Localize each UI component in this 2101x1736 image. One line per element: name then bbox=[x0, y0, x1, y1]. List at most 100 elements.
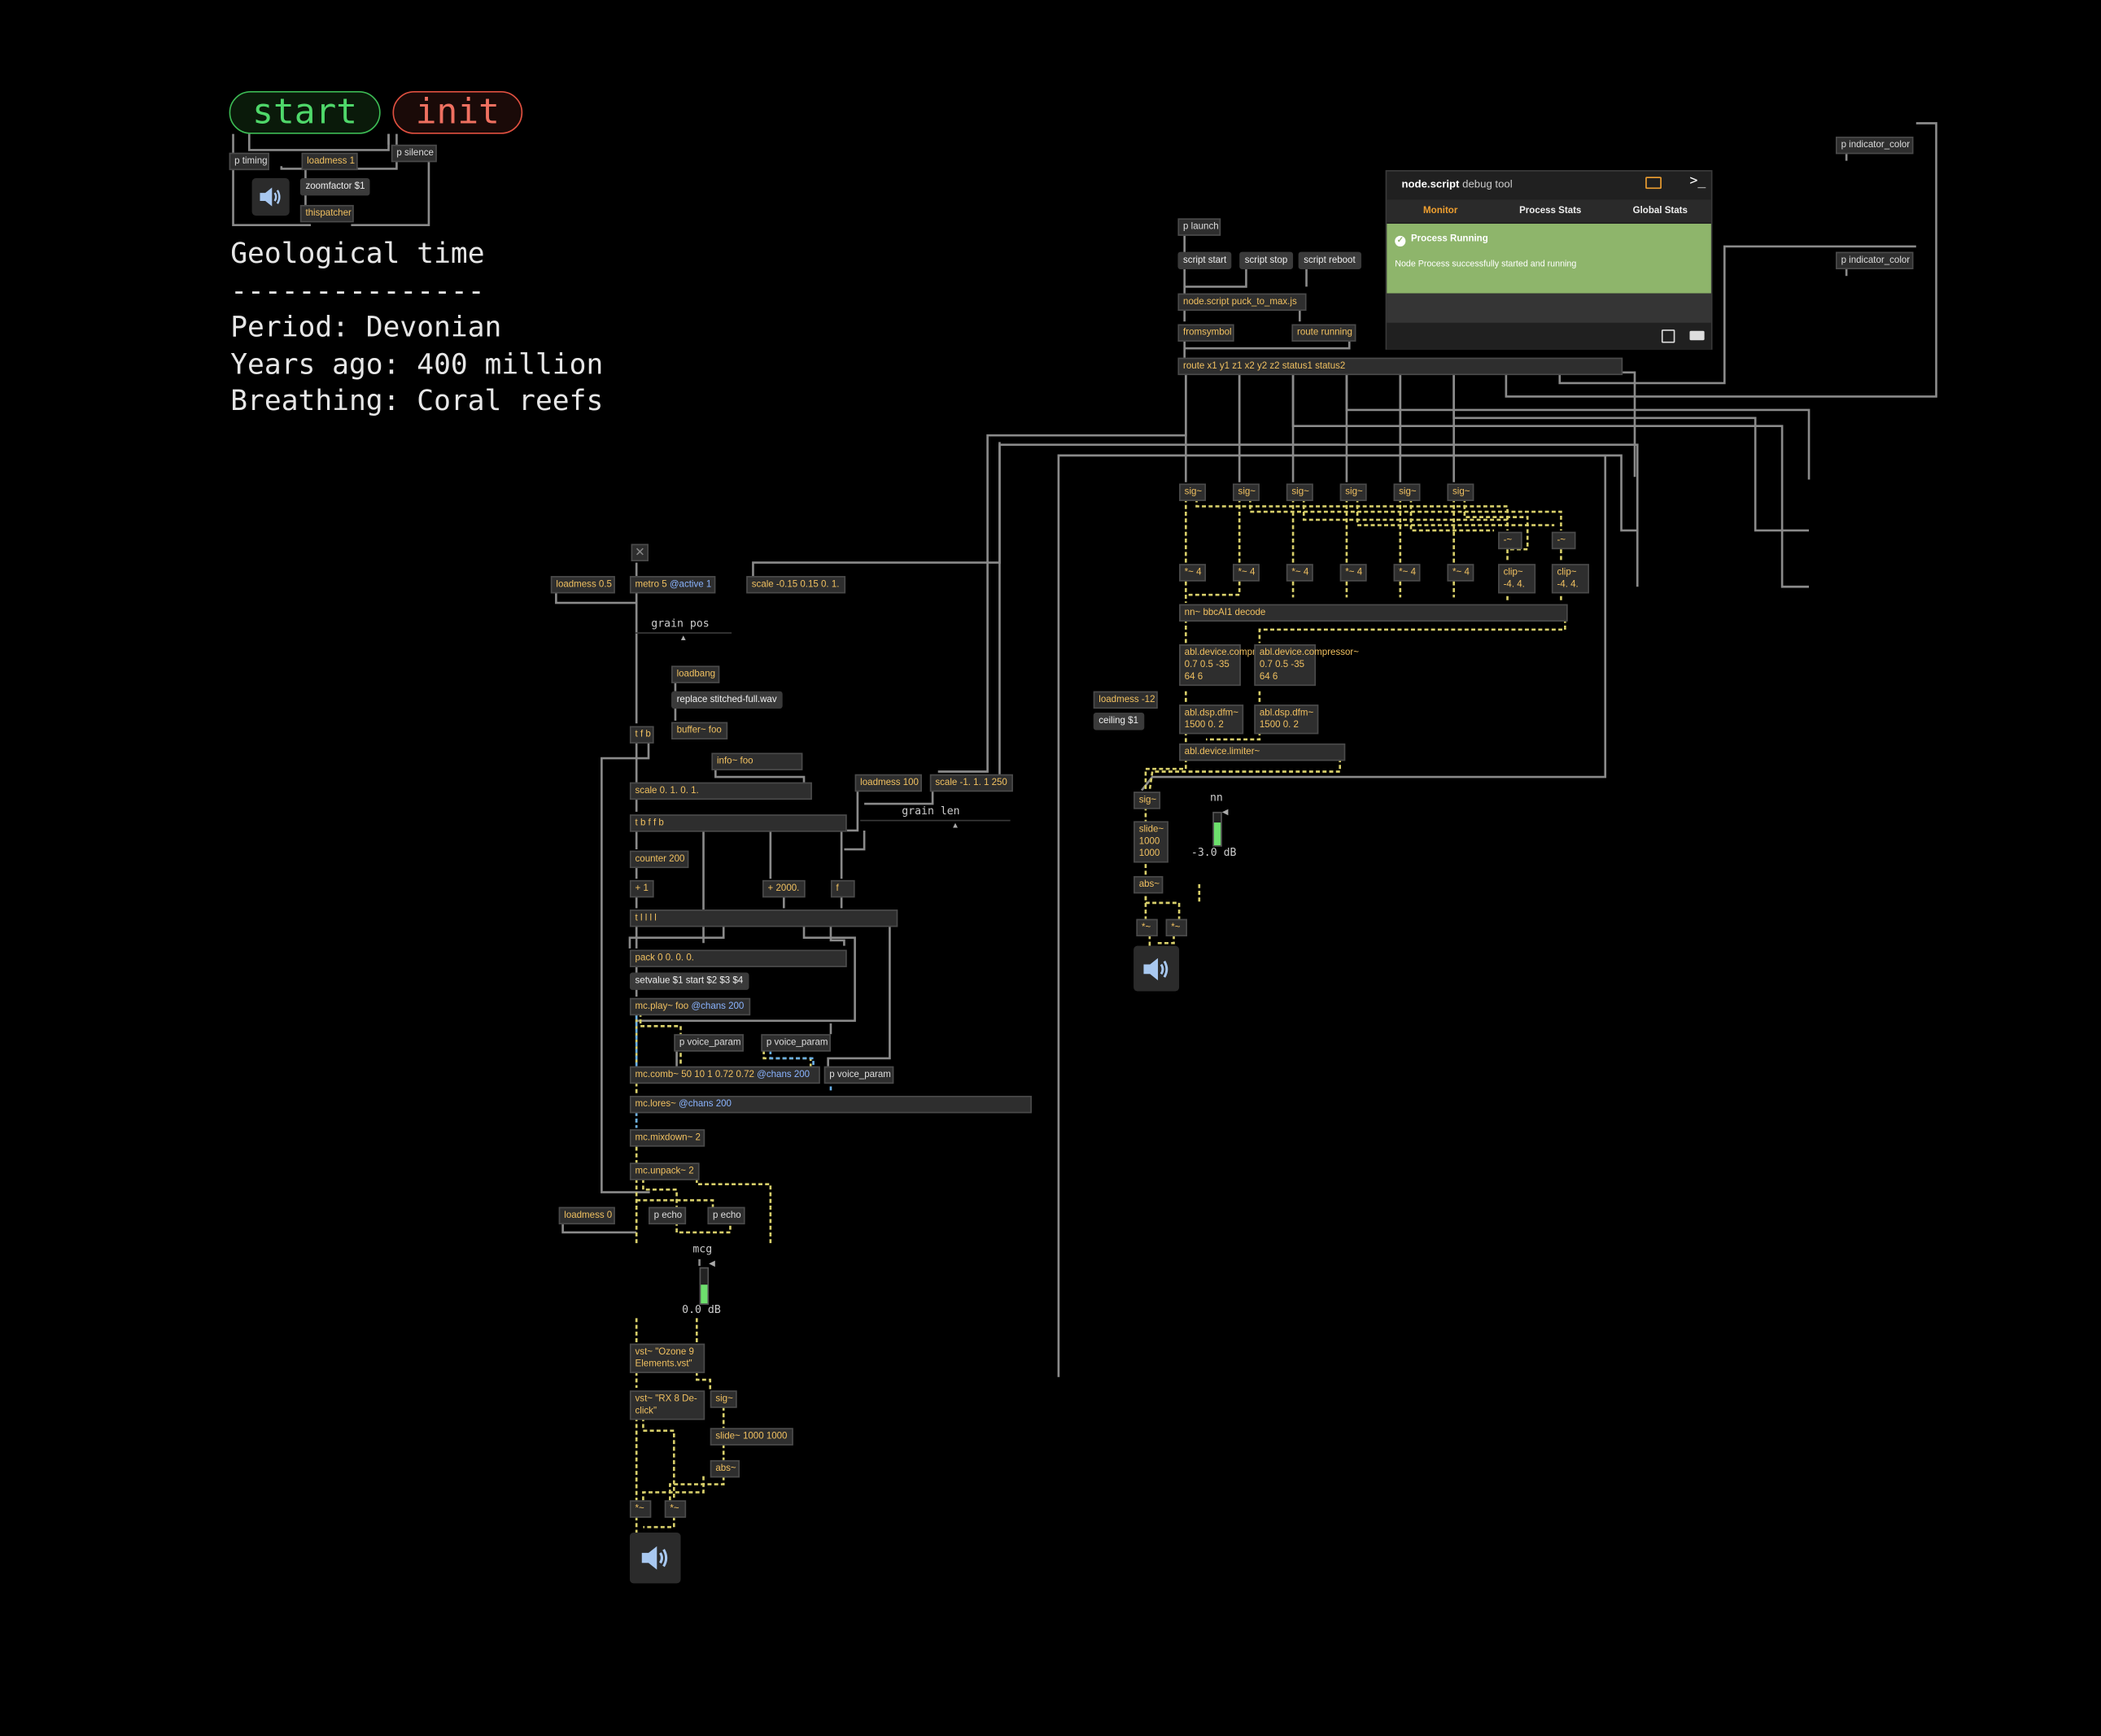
replace-message[interactable]: replace stitched-full.wav bbox=[670, 691, 783, 709]
sig-2[interactable]: sig~ bbox=[1232, 483, 1260, 501]
loadmess-neg12[interactable]: loadmess -12 bbox=[1093, 691, 1158, 709]
p-launch[interactable]: p launch bbox=[1177, 218, 1221, 236]
dfm-1[interactable]: abl.dsp.dfm~ 1500 0. 2 bbox=[1179, 704, 1244, 735]
mult4-2[interactable]: *~ 4 bbox=[1232, 564, 1260, 582]
abs-grain[interactable]: abs~ bbox=[710, 1459, 740, 1478]
plus-2000[interactable]: + 2000. bbox=[762, 879, 806, 898]
p-voice-param-1[interactable]: p voice_param bbox=[674, 1034, 744, 1052]
dac-grain[interactable] bbox=[629, 1532, 681, 1584]
mult-grain-r[interactable]: *~ bbox=[664, 1500, 687, 1518]
p-silence[interactable]: p silence bbox=[391, 144, 437, 163]
scale-len[interactable]: scale -1. 1. 1 250 bbox=[929, 774, 1013, 792]
limiter[interactable]: abl.device.limiter~ bbox=[1179, 743, 1346, 761]
sig-4[interactable]: sig~ bbox=[1339, 483, 1367, 501]
mc-play[interactable]: mc.play~ foo @chans 200 bbox=[629, 997, 751, 1016]
mult-nn-r[interactable]: *~ bbox=[1165, 918, 1187, 937]
loadmess-0[interactable]: loadmess 0 bbox=[558, 1206, 615, 1225]
abs-nn[interactable]: abs~ bbox=[1133, 875, 1164, 894]
mc-comb[interactable]: mc.comb~ 50 10 1 0.72 0.72 @chans 200 bbox=[629, 1066, 820, 1084]
script-stop-message[interactable]: script stop bbox=[1239, 251, 1293, 269]
sig-nn[interactable]: sig~ bbox=[1133, 792, 1161, 809]
tab-monitor[interactable]: Monitor bbox=[1423, 206, 1458, 216]
sig-5[interactable]: sig~ bbox=[1393, 483, 1421, 501]
monitor-icon[interactable] bbox=[1645, 177, 1662, 190]
sig-3[interactable]: sig~ bbox=[1286, 483, 1313, 501]
loadmess-05[interactable]: loadmess 0.5 bbox=[550, 576, 615, 594]
init-button[interactable]: init bbox=[392, 90, 523, 134]
clip-1-text: clip~ -4. 4. bbox=[1503, 568, 1525, 590]
pack[interactable]: pack 0 0. 0. 0. bbox=[629, 949, 847, 967]
dfm-2[interactable]: abl.dsp.dfm~ 1500 0. 2 bbox=[1254, 704, 1319, 735]
mult4-4[interactable]: *~ 4 bbox=[1339, 564, 1367, 582]
zoomfactor-message[interactable]: zoomfactor $1 bbox=[299, 178, 371, 196]
p-timing[interactable]: p timing bbox=[229, 152, 269, 171]
grain-pos-slider[interactable] bbox=[635, 632, 732, 634]
sig-6[interactable]: sig~ bbox=[1447, 483, 1474, 501]
vst-rx[interactable]: vst~ "RX 8 De-click" bbox=[629, 1390, 705, 1420]
mute-toggle[interactable] bbox=[251, 178, 290, 216]
t-f-b[interactable]: t f b bbox=[629, 726, 654, 744]
mult-grain-l[interactable]: *~ bbox=[629, 1500, 652, 1518]
compressor-2[interactable]: abl.device.compressor~ 0.7 0.5 -35 64 6 bbox=[1254, 644, 1359, 687]
terminal-icon[interactable]: >_ bbox=[1689, 174, 1706, 190]
mc-mixdown[interactable]: mc.mixdown~ 2 bbox=[629, 1129, 705, 1147]
grain-len-marker-icon: ▲ bbox=[951, 822, 959, 831]
p-echo-1[interactable]: p echo bbox=[649, 1206, 687, 1225]
fromsymbol-text: fromsymbol bbox=[1183, 328, 1232, 338]
mult4-1[interactable]: *~ 4 bbox=[1179, 564, 1207, 582]
indicator-color-2[interactable]: p indicator_color bbox=[1835, 251, 1914, 269]
p-voice-param-3[interactable]: p voice_param bbox=[823, 1066, 894, 1084]
dac-nn[interactable] bbox=[1133, 945, 1180, 992]
thispatcher[interactable]: thispatcher bbox=[299, 204, 354, 223]
slide-grain[interactable]: slide~ 1000 1000 bbox=[710, 1428, 793, 1446]
clip-2[interactable]: clip~ -4. 4. bbox=[1551, 564, 1589, 594]
plus-1[interactable]: + 1 bbox=[629, 879, 654, 898]
nn-decode[interactable]: nn~ bbcAI1 decode bbox=[1179, 604, 1568, 622]
p-echo-2[interactable]: p echo bbox=[707, 1206, 745, 1225]
slide-nn[interactable]: slide~ 1000 1000 bbox=[1133, 821, 1168, 863]
vst-ozone[interactable]: vst~ "Ozone 9 Elements.vst" bbox=[629, 1343, 705, 1373]
tab-global-stats[interactable]: Global Stats bbox=[1632, 206, 1688, 216]
indicator-color-1[interactable]: p indicator_color bbox=[1835, 136, 1914, 155]
minus-2[interactable]: -~ bbox=[1551, 531, 1576, 550]
t-l-l-l-l[interactable]: t l l l l bbox=[629, 909, 898, 927]
scale-pos[interactable]: scale -0.15 0.15 0. 1. bbox=[746, 576, 846, 594]
sig-grain[interactable]: sig~ bbox=[710, 1390, 737, 1408]
edit-icon[interactable] bbox=[1661, 329, 1675, 343]
ceiling-message[interactable]: ceiling $1 bbox=[1093, 713, 1144, 731]
compressor-1[interactable]: abl.device.compressor~ 0.7 0.5 -35 64 6 bbox=[1179, 644, 1284, 687]
mc-unpack[interactable]: mc.unpack~ 2 bbox=[629, 1162, 700, 1180]
script-start-message[interactable]: script start bbox=[1177, 251, 1232, 269]
t-b-f-f-b[interactable]: t b f f b bbox=[629, 814, 847, 832]
loadmess-100[interactable]: loadmess 100 bbox=[854, 774, 922, 792]
scale-01[interactable]: scale 0. 1. 0. 1. bbox=[629, 782, 812, 800]
tab-process-stats[interactable]: Process Stats bbox=[1519, 206, 1582, 216]
mult4-5[interactable]: *~ 4 bbox=[1393, 564, 1421, 582]
loadmess-1[interactable]: loadmess 1 bbox=[301, 152, 358, 171]
loadbang[interactable]: loadbang bbox=[670, 665, 720, 683]
counter-200[interactable]: counter 200 bbox=[629, 850, 689, 869]
mc-lores[interactable]: mc.lores~ @chans 200 bbox=[629, 1096, 1032, 1114]
info-foo[interactable]: info~ foo bbox=[711, 752, 803, 770]
close-toggle[interactable]: ✕ bbox=[631, 543, 649, 561]
fromsymbol[interactable]: fromsymbol bbox=[1177, 324, 1234, 342]
p-voice-param-2[interactable]: p voice_param bbox=[761, 1034, 831, 1052]
f-object[interactable]: f bbox=[830, 879, 855, 898]
folder-icon[interactable] bbox=[1689, 330, 1705, 341]
setvalue-message[interactable]: setvalue $1 start $2 $3 $4 bbox=[629, 972, 749, 990]
grain-len-slider[interactable] bbox=[860, 819, 1011, 822]
sig-1[interactable]: sig~ bbox=[1179, 483, 1207, 501]
metro[interactable]: metro 5 @active 1 bbox=[629, 576, 716, 594]
start-button[interactable]: start bbox=[229, 90, 381, 134]
node-script[interactable]: node.script puck_to_max.js bbox=[1177, 293, 1307, 312]
route-running[interactable]: route running bbox=[1291, 324, 1356, 342]
minus-1[interactable]: -~ bbox=[1498, 531, 1522, 550]
buffer-foo[interactable]: buffer~ foo bbox=[670, 722, 728, 739]
mult-nn-l[interactable]: *~ bbox=[1136, 918, 1158, 937]
mult4-3[interactable]: *~ 4 bbox=[1286, 564, 1313, 582]
mult4-6[interactable]: *~ 4 bbox=[1447, 564, 1474, 582]
route-main[interactable]: route x1 y1 z1 x2 y2 z2 status1 status2 bbox=[1177, 357, 1623, 376]
clip-1[interactable]: clip~ -4. 4. bbox=[1498, 564, 1536, 594]
script-reboot-message[interactable]: script reboot bbox=[1298, 251, 1361, 269]
